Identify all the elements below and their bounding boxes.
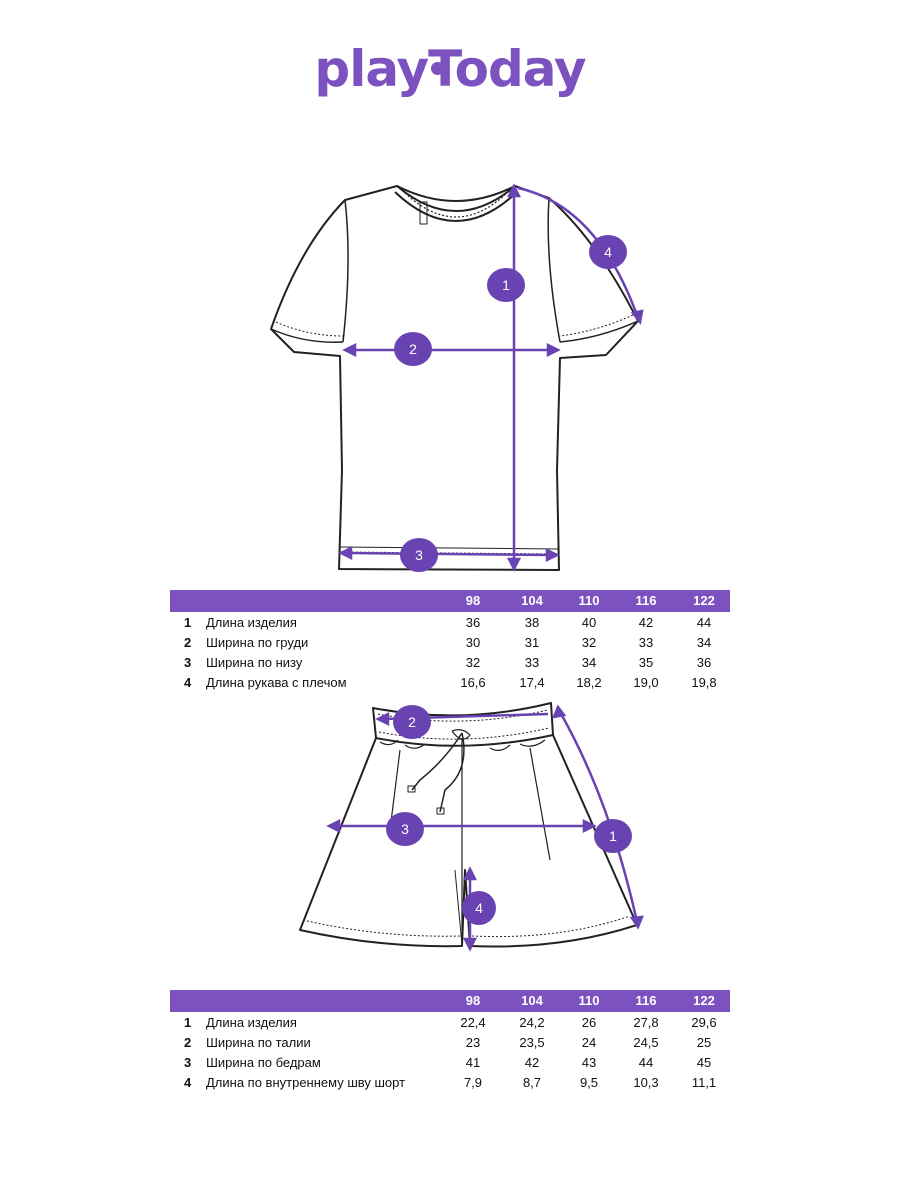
table-cell: 42 [638,615,654,630]
size-header: 98 [465,593,481,608]
table-row: 3 Ширина по бедрам 41 42 43 44 45 [170,1052,730,1072]
table-header: 98 104 110 116 122 [170,990,730,1012]
row-number: 4 [184,675,192,690]
shorts-marker-1: 1 [609,828,617,844]
table-cell: 32 [581,635,597,650]
table-cell: 8,7 [522,1075,542,1090]
brand-logo-text: playToday [314,40,586,98]
table-cell: 23,5 [519,1035,545,1050]
table-cell: 40 [581,615,597,630]
tshirt-marker-3: 3 [415,547,423,563]
size-header: 110 [578,593,600,608]
size-header: 122 [693,993,715,1008]
row-label: Длина изделия [206,1015,297,1030]
row-label: Ширина по груди [206,635,309,650]
table-cell: 32 [465,655,481,670]
tshirt-size-table: 98 104 110 116 122 1 Длина изделия 36 38… [170,590,730,692]
size-header: 104 [521,593,543,608]
table-cell: 18,2 [576,675,602,690]
table-cell: 44 [696,615,712,630]
shorts-marker-4: 4 [475,900,483,916]
table-row: 1 Длина изделия 36 38 40 42 44 [170,612,730,632]
table-cell: 17,4 [519,675,545,690]
row-number: 2 [184,1035,192,1050]
table-row: 1 Длина изделия 22,4 24,2 26 27,8 29,6 [170,1012,730,1032]
row-number: 1 [184,1015,192,1030]
table-cell: 43 [581,1055,597,1070]
table-row: 3 Ширина по низу 32 33 34 35 36 [170,652,730,672]
size-header: 98 [465,993,481,1008]
size-header: 116 [635,993,657,1008]
table-cell: 34 [581,655,597,670]
table-row: 4 Длина по внутреннему шву шорт 7,9 8,7 … [170,1072,730,1092]
table-cell: 9,5 [579,1075,599,1090]
table-cell: 25 [696,1035,712,1050]
row-number: 2 [184,635,192,650]
table-cell: 19,0 [633,675,659,690]
table-cell: 33 [638,635,654,650]
row-number: 4 [184,1075,192,1090]
size-header: 122 [693,593,715,608]
shorts-marker-2: 2 [408,714,416,730]
table-cell: 30 [465,635,481,650]
tshirt-marker-1: 1 [502,277,510,293]
row-label: Длина рукава с плечом [206,675,347,690]
tshirt-marker-4: 4 [604,244,612,260]
table-cell: 19,8 [691,675,717,690]
table-cell: 42 [524,1055,540,1070]
table-cell: 11,1 [691,1075,717,1090]
table-row: 2 Ширина по груди 30 31 32 33 34 [170,632,730,652]
table-cell: 44 [638,1055,654,1070]
table-cell: 29,6 [691,1015,717,1030]
table-row: 2 Ширина по талии 23 23,5 24 24,5 25 [170,1032,730,1052]
table-cell: 24,2 [519,1015,545,1030]
table-cell: 31 [524,635,540,650]
shorts-drawing: 1 2 3 4 [299,702,644,952]
row-number: 3 [184,655,192,670]
brand-logo-dot [431,62,444,75]
row-number: 1 [184,615,192,630]
shorts-size-table: 98 104 110 116 122 1 Длина изделия 22,4 … [170,990,730,1092]
row-label: Ширина по талии [206,1035,311,1050]
table-cell: 27,8 [633,1015,659,1030]
table-header: 98 104 110 116 122 [170,590,730,612]
table-cell: 24,5 [633,1035,659,1050]
table-cell: 38 [524,615,540,630]
table-cell: 23 [465,1035,481,1050]
table-cell: 10,3 [633,1075,659,1090]
shorts-marker-3: 3 [401,821,409,837]
size-header: 110 [578,993,600,1008]
size-header: 116 [635,593,657,608]
tshirt-marker-2: 2 [409,341,417,357]
row-label: Ширина по бедрам [206,1055,321,1070]
row-label: Ширина по низу [206,655,303,670]
row-number: 3 [184,1055,192,1070]
table-row: 4 Длина рукава с плечом 16,6 17,4 18,2 1… [170,672,730,692]
table-cell: 41 [465,1055,481,1070]
row-label: Длина изделия [206,615,297,630]
table-cell: 45 [696,1055,712,1070]
table-cell: 16,6 [460,675,486,690]
table-cell: 24 [581,1035,597,1050]
table-cell: 7,9 [463,1075,483,1090]
table-cell: 22,4 [460,1015,486,1030]
tshirt-drawing: 1 2 3 4 [270,183,644,572]
table-cell: 34 [696,635,712,650]
table-cell: 33 [524,655,540,670]
row-label: Длина по внутреннему шву шорт [206,1075,406,1090]
size-header: 104 [521,993,543,1008]
table-cell: 36 [696,655,712,670]
table-cell: 26 [581,1015,597,1030]
brand-logo: playToday [0,40,900,98]
table-cell: 35 [638,655,654,670]
table-cell: 36 [465,615,481,630]
